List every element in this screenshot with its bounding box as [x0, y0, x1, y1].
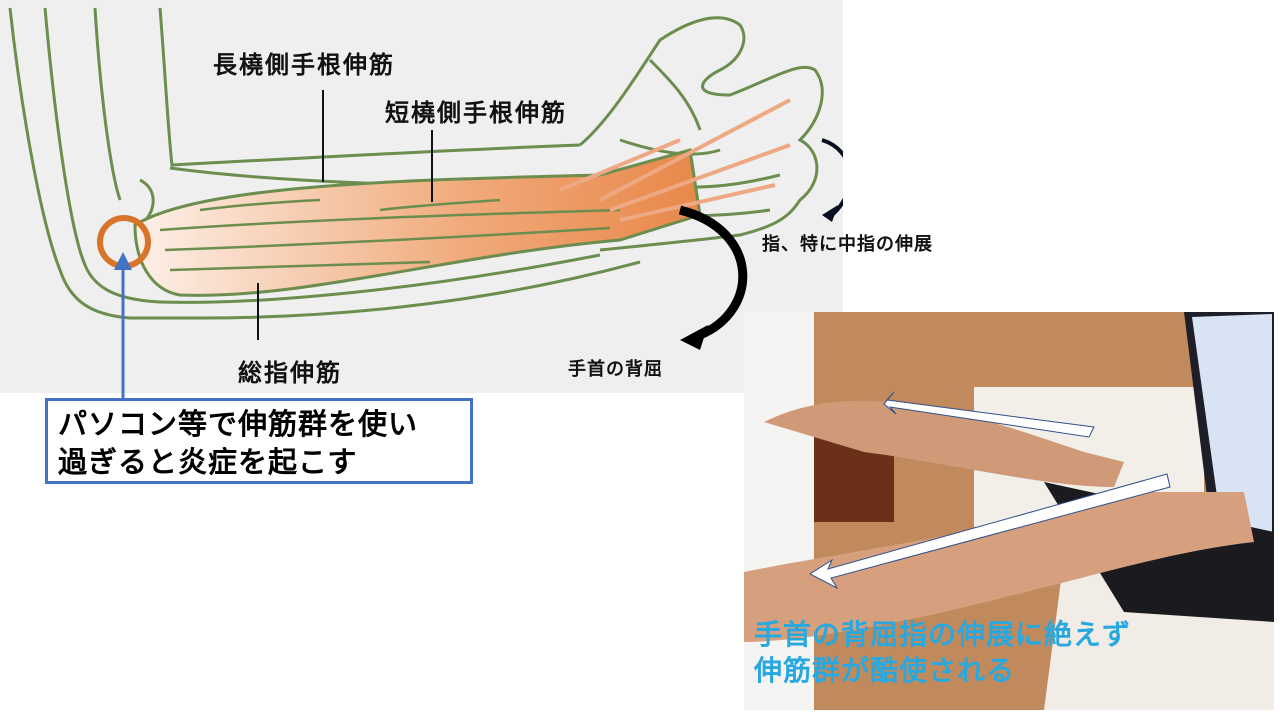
callout-line-1: パソコン等で伸筋群を使い: [58, 407, 419, 441]
label-extensor-carpi-radialis-longus: 長橈側手根伸筋: [213, 51, 395, 79]
photo-caption-line-2: 伸筋群が酷使される: [754, 654, 1016, 687]
label-finger-extension: 指、特に中指の伸展: [762, 234, 933, 255]
arm-anatomy-illustration: 長橈側手根伸筋 短橈側手根伸筋 総指伸筋 指、特に中指の伸展 手首の背屈: [0, 0, 932, 393]
label-wrist-dorsiflexion: 手首の背屈: [568, 359, 663, 380]
typing-posture-photo: 手首の背屈指の伸展に絶えず 伸筋群が酷使される: [744, 312, 1274, 710]
overuse-callout-box: パソコン等で伸筋群を使い 過ぎると炎症を起こす: [45, 398, 473, 484]
callout-pointer-arrow: [114, 252, 132, 400]
label-extensor-digitorum: 総指伸筋: [238, 359, 342, 387]
callout-line-2: 過ぎると炎症を起こす: [58, 445, 358, 479]
label-extensor-carpi-radialis-brevis: 短橈側手根伸筋: [385, 99, 567, 127]
arm-muscle-drawing: [8, 7, 843, 350]
photo-scene: [744, 312, 1274, 710]
photo-caption-line-1: 手首の背屈指の伸展に絶えず: [754, 618, 1132, 651]
